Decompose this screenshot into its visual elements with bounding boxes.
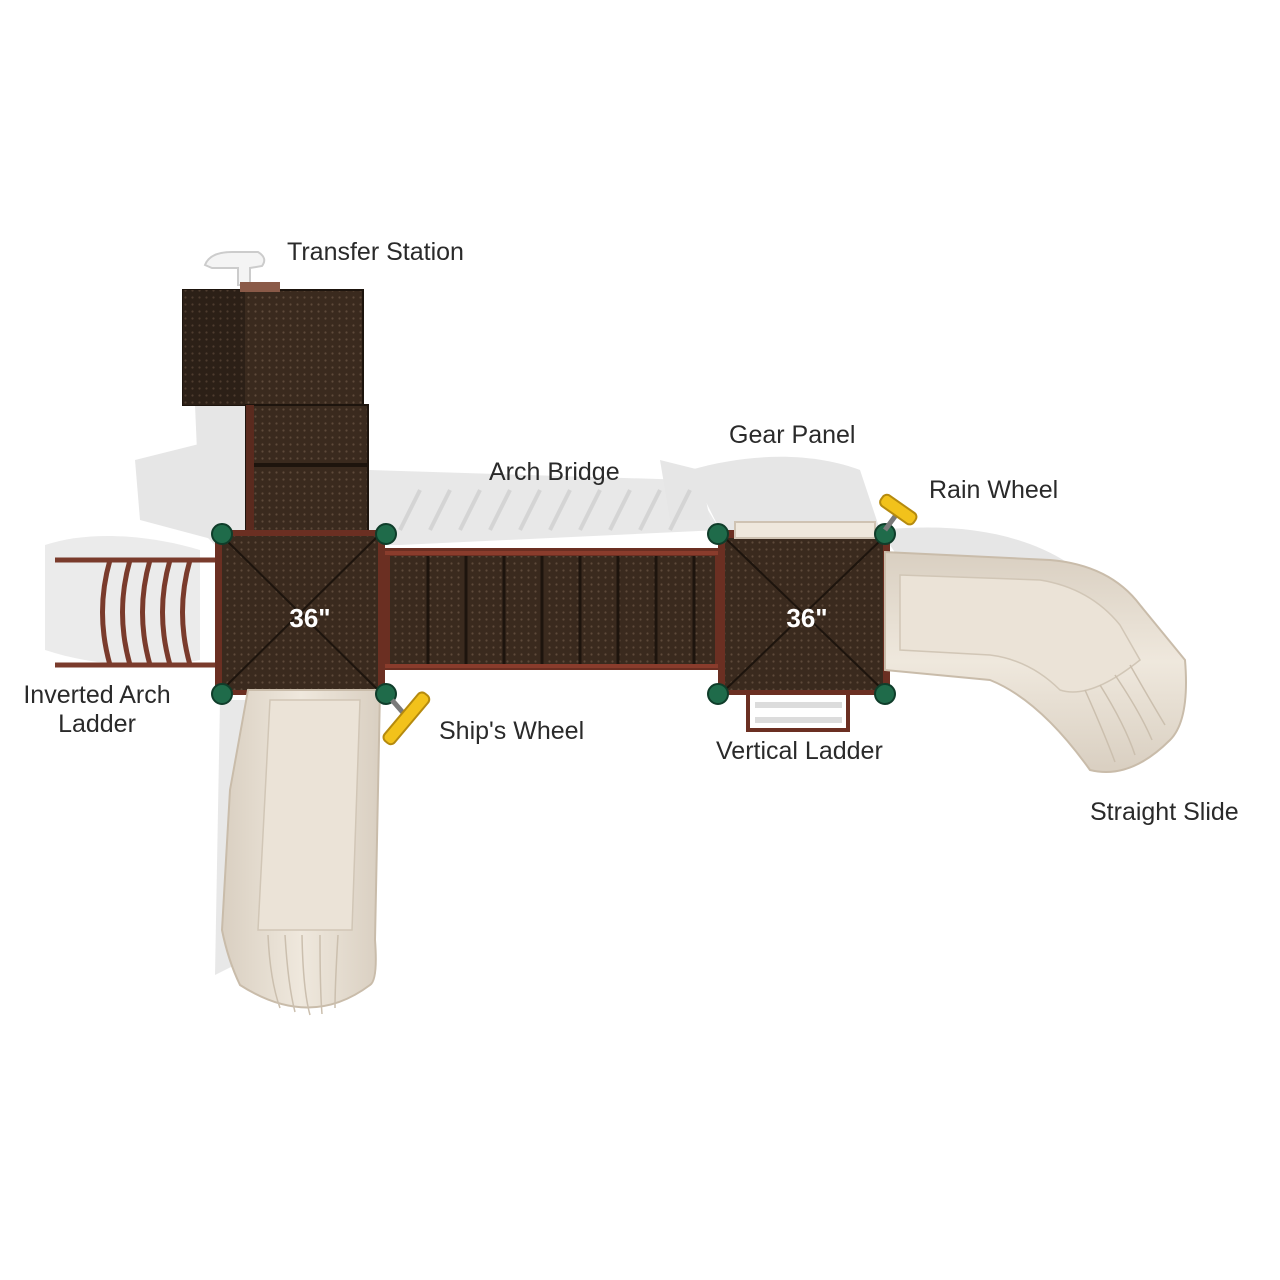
clamp-icon <box>375 683 397 705</box>
clamp-icon <box>707 523 729 545</box>
clamp-icon <box>707 683 729 705</box>
left-deck <box>215 530 385 695</box>
transfer-station <box>182 282 369 534</box>
label-inverted-arch-ladder-line1: Inverted Arch <box>23 681 171 709</box>
label-ships-wheel: Ship's Wheel <box>439 717 585 745</box>
clamp-icon <box>211 523 233 545</box>
vertical-ladder <box>746 695 850 732</box>
straight-slide-right <box>884 550 1187 773</box>
right-deck <box>718 521 890 695</box>
ships-wheel-icon <box>382 691 431 746</box>
label-inverted-arch-ladder: Inverted Arch Ladder <box>14 681 180 739</box>
left-deck-height: 36" <box>289 603 330 633</box>
clamp-icon <box>375 523 397 545</box>
rain-wheel-icon <box>879 493 918 532</box>
straight-slide-down <box>220 689 382 1016</box>
clamp-icon <box>874 683 896 705</box>
label-arch-bridge: Arch Bridge <box>489 458 620 486</box>
inverted-arch-ladder <box>55 557 215 668</box>
arch-bridge <box>385 548 720 670</box>
label-straight-slide: Straight Slide <box>1090 798 1239 826</box>
label-rain-wheel: Rain Wheel <box>929 476 1059 504</box>
label-inverted-arch-ladder-line2: Ladder <box>58 710 136 738</box>
label-gear-panel: Gear Panel <box>729 421 856 449</box>
arch-bridge-shadow <box>398 489 692 531</box>
corner-clamps <box>211 523 896 705</box>
clamp-icon <box>211 683 233 705</box>
clamp-icon <box>874 523 896 545</box>
right-deck-height: 36" <box>786 603 827 633</box>
label-vertical-ladder: Vertical Ladder <box>716 737 883 765</box>
label-transfer-station: Transfer Station <box>287 238 464 266</box>
transfer-station-handle <box>203 251 266 286</box>
